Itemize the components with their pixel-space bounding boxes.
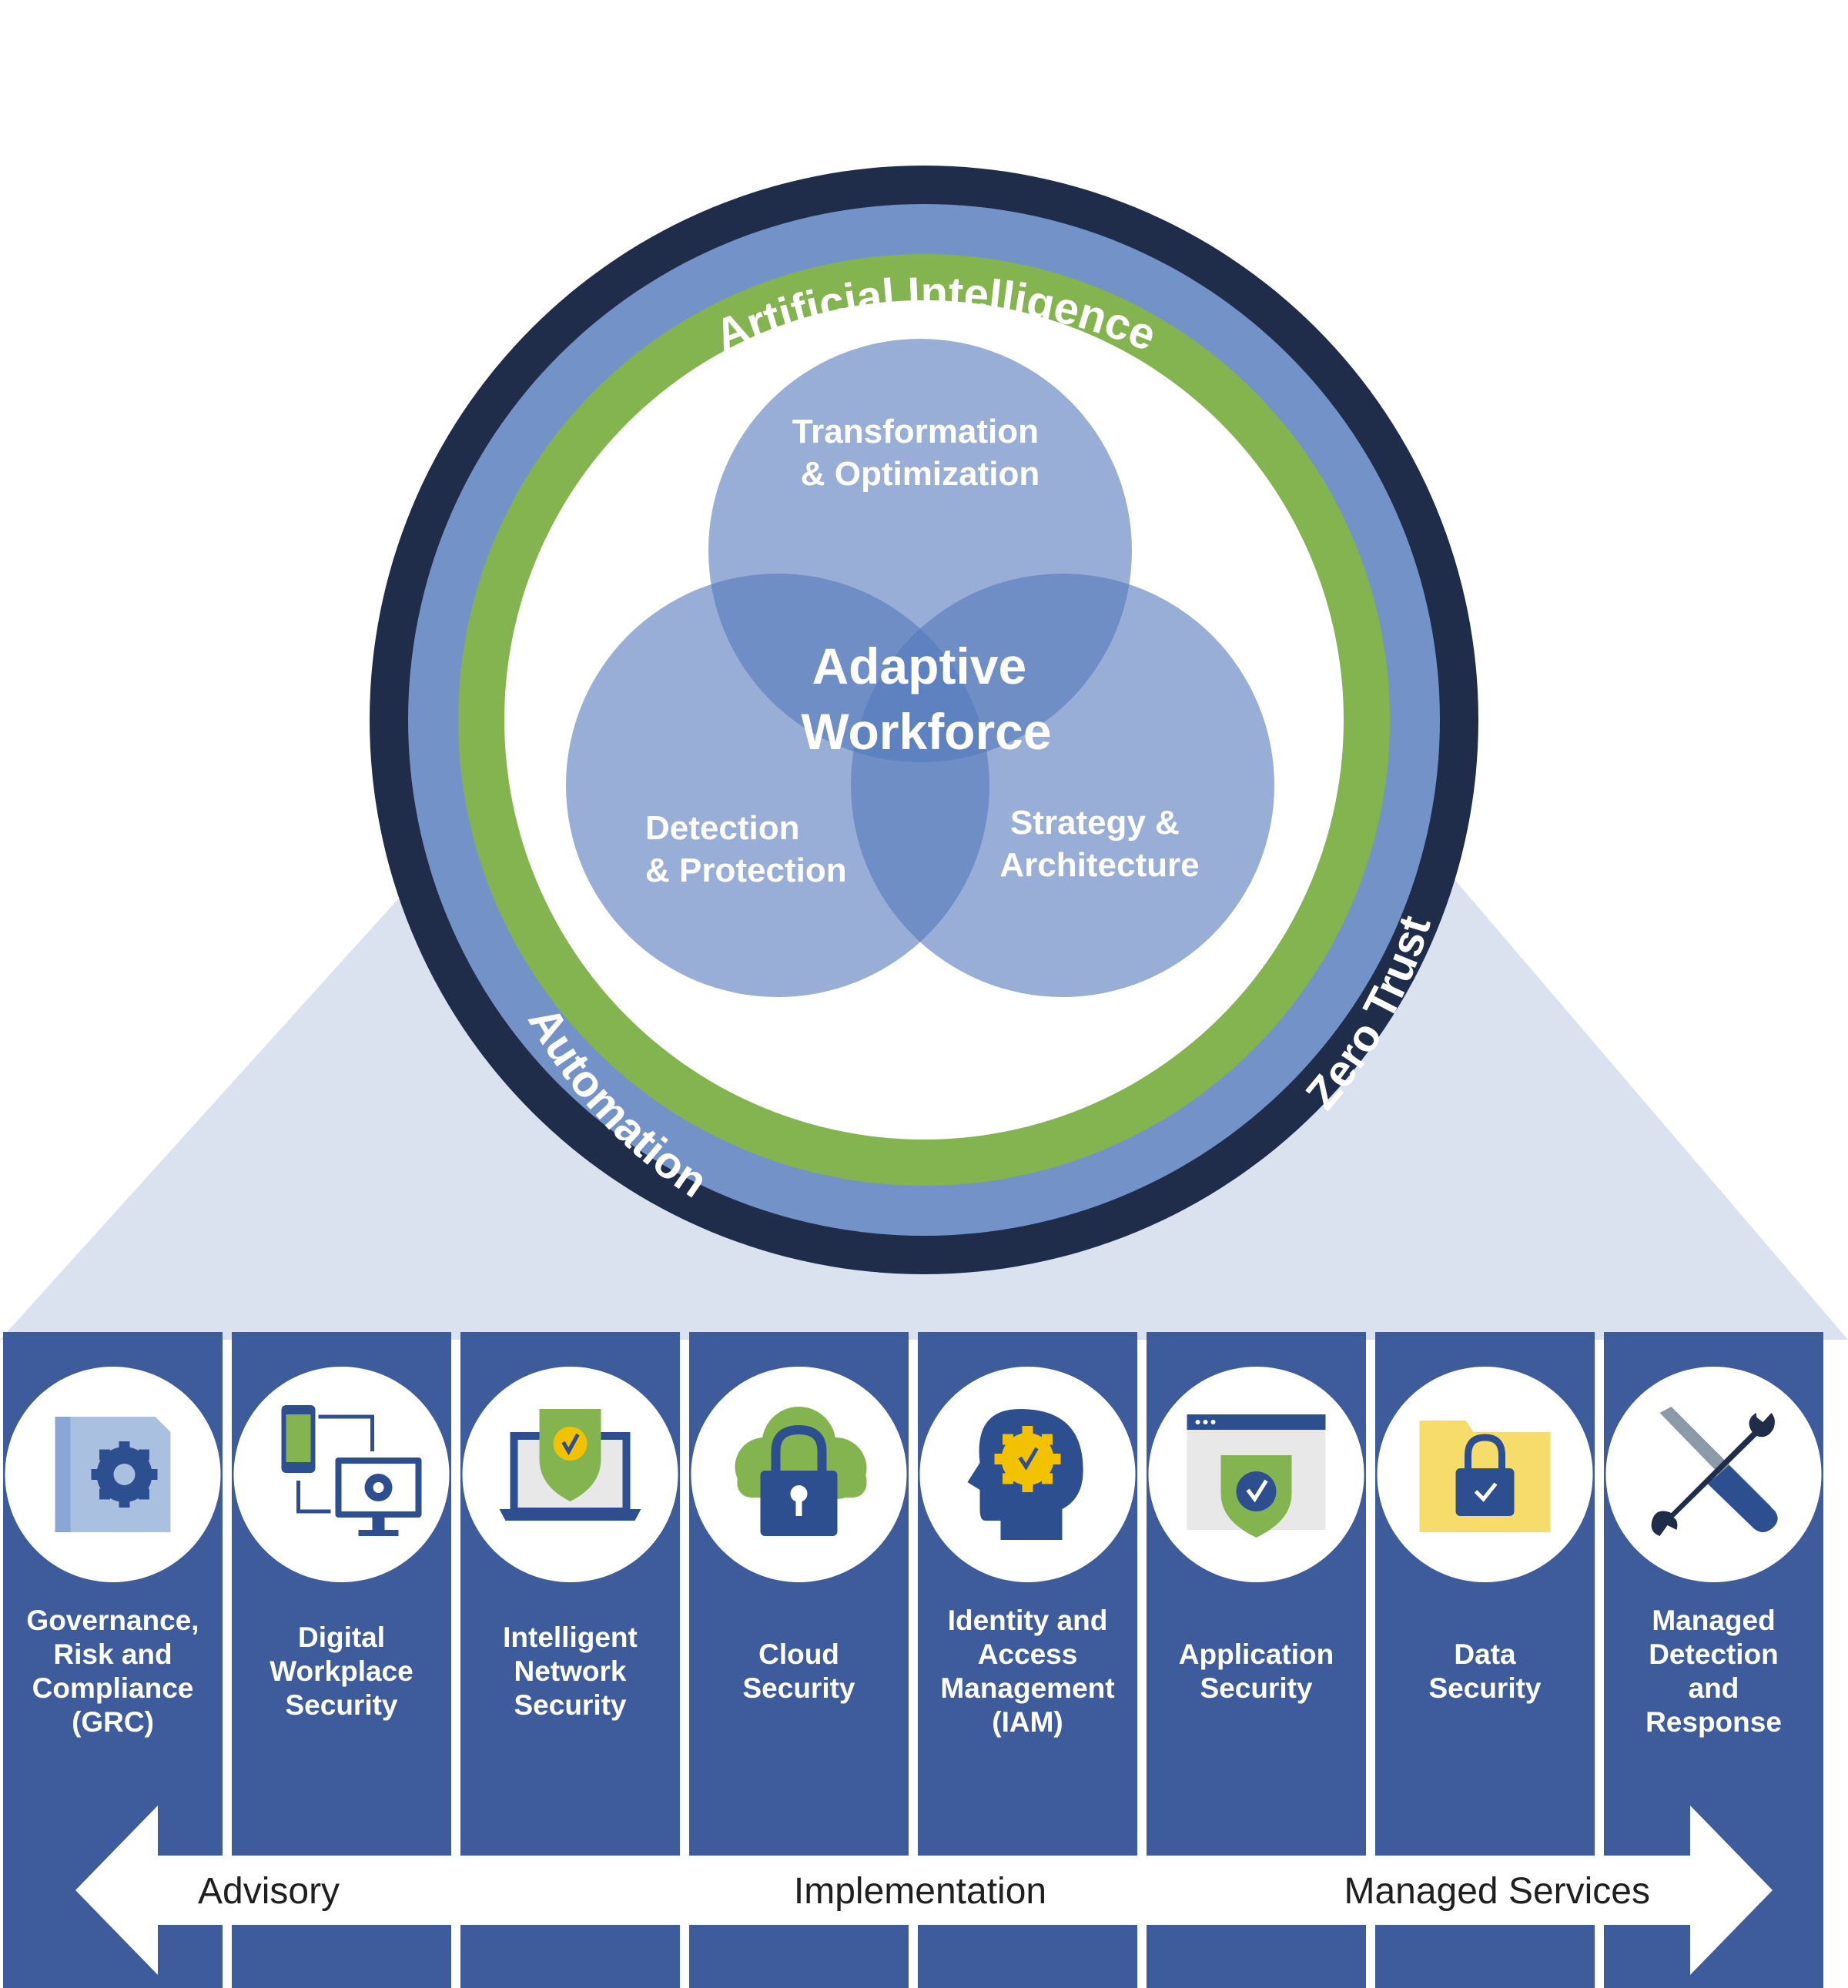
digital-workplace-devices-icon <box>281 1405 422 1536</box>
service-arrow <box>75 1806 1773 1975</box>
venn-label-left: Detection & Protection <box>645 809 847 889</box>
browser-shield-icon <box>1187 1414 1326 1538</box>
venn-label-top: Transformation & Optimization <box>792 413 1049 493</box>
grc-document-gear-icon <box>55 1417 171 1532</box>
arrow-label-implementation: Implementation <box>794 1871 1046 1912</box>
arrow-label-managed-services: Managed Services <box>1344 1871 1650 1912</box>
center-label: Adaptive Workforce <box>801 638 1051 760</box>
arrow-label-advisory: Advisory <box>198 1871 340 1912</box>
head-gear-icon <box>967 1409 1083 1540</box>
cloud-padlock-icon <box>735 1407 867 1536</box>
laptop-shield-icon <box>499 1409 641 1521</box>
venn-label-right: Strategy & Architecture <box>999 804 1199 884</box>
venn-circle-right <box>851 574 1274 997</box>
folder-lock-icon <box>1419 1421 1551 1532</box>
venn-diagram <box>566 339 1274 997</box>
wrench-screwdriver-icon <box>1651 1407 1778 1536</box>
